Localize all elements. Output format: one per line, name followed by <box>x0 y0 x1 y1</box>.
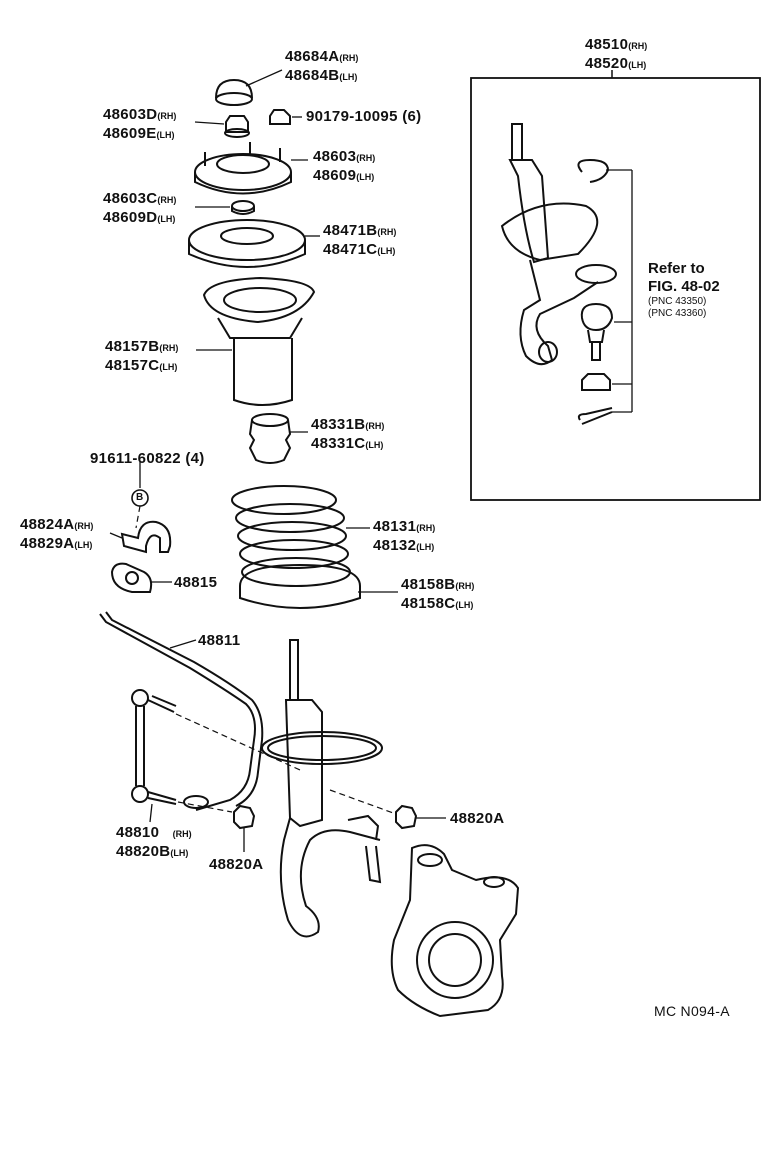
dust-boot-part <box>196 276 316 406</box>
callout-stabilizer-bar: 48811 <box>198 632 241 649</box>
callout-spring-insulator: 48158B(RH) 48158C(LH) <box>401 576 475 612</box>
link-nut-right-part <box>395 804 446 830</box>
pnc-line-1: (PNC 43350) <box>648 296 707 307</box>
upper-spring-seat-part <box>188 219 320 268</box>
callout-stabilizer-link: 48810 (RH) 48820B(LH) <box>116 824 192 860</box>
callout-support-assembly: 48603(RH) 48609(LH) <box>313 148 376 184</box>
callout-coil-spring: 48131(RH) 48132(LH) <box>373 518 436 554</box>
inset-ball-joint-part <box>580 302 632 361</box>
strut-assembly-part <box>261 639 383 938</box>
callout-upper-spring-seat: 48471B(RH) 48471C(LH) <box>323 222 397 258</box>
mount-nut-part <box>269 109 302 125</box>
callout-support-collar: 48603C(RH) 48609D(LH) <box>103 190 177 226</box>
inset-castle-nut-part <box>581 373 632 391</box>
steering-knuckle-part <box>390 844 520 1018</box>
mount-cap-part <box>215 69 283 106</box>
callout-dust-boot: 48157B(RH) 48157C(LH) <box>105 338 179 374</box>
callout-bump-stopper: 48331B(RH) 48331C(LH) <box>311 416 385 452</box>
top-nut-part <box>194 115 250 138</box>
callout-top-nut: 48603D(RH) 48609E(LH) <box>103 106 177 142</box>
inset-reference-note: Refer to FIG. 48-02 (PNC 43350) (PNC 433… <box>648 260 720 320</box>
stabilizer-bushing-part <box>110 562 172 593</box>
inset-frame <box>470 77 761 501</box>
stabilizer-link-part <box>131 689 177 823</box>
stabilizer-bar-part <box>99 611 264 811</box>
pnc-line-2: (PNC 43360) <box>648 308 707 319</box>
inset-title: 48510(RH) 48520(LH) <box>585 36 648 72</box>
inset-snap-ring-part <box>577 158 632 183</box>
callout-stabilizer-bushing: 48815 <box>174 574 218 591</box>
spring-insulator-part <box>239 563 398 609</box>
assembly-guide-line-1 <box>175 713 301 771</box>
bracket-bolt-marker-letter: B <box>136 492 144 503</box>
callout-mount-bolt-nut: 90179-10095 (6) <box>306 108 422 125</box>
link-nut-left-part <box>233 804 256 852</box>
coil-spring-part <box>231 485 370 587</box>
figure-code: MC N094-A <box>654 1003 730 1019</box>
callout-top-mount-cap: 48684A(RH) 48684B(LH) <box>285 48 359 84</box>
bracket-bolt-marker <box>131 462 149 529</box>
callout-stabilizer-bracket: 48824A(RH) 48829A(LH) <box>20 516 94 552</box>
support-assembly-part <box>194 142 308 195</box>
assembly-guide-line-2 <box>177 801 233 813</box>
stabilizer-bracket-part <box>109 520 172 554</box>
support-collar-part <box>195 200 255 215</box>
callout-link-nut-left: 48820A <box>209 856 264 873</box>
refer-line-1: Refer to <box>648 260 705 277</box>
bump-stopper-part <box>248 413 308 464</box>
inset-strut-part <box>500 123 617 366</box>
refer-line-2: FIG. 48-02 <box>648 278 720 295</box>
callout-link-nut-right: 48820A <box>450 810 505 827</box>
assembly-guide-line-3 <box>329 789 397 815</box>
callout-bracket-bolt: 91611-60822 (4) <box>90 450 205 467</box>
inset-cotter-pin-part <box>577 407 632 425</box>
